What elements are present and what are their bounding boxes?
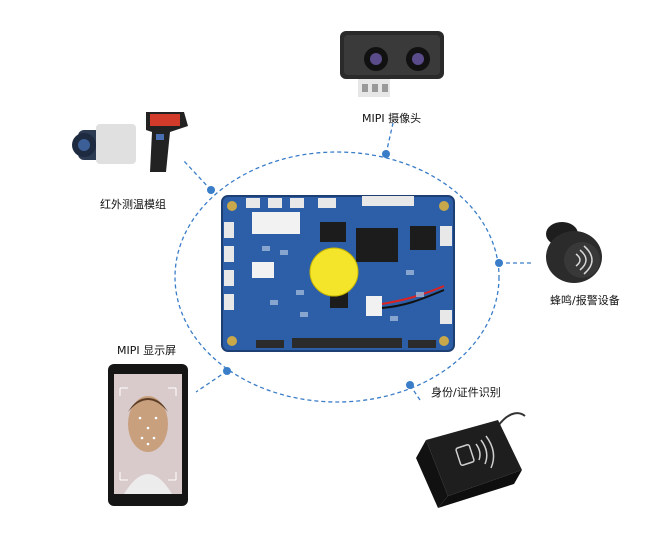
connector-dots: [207, 150, 503, 389]
mounting-hole: [439, 336, 449, 346]
connection-ring: [174, 151, 500, 403]
right-connectors: [440, 226, 452, 324]
dot-thermometer: [207, 186, 215, 194]
label-id-card-reader: 身份/证件识别: [431, 386, 501, 399]
connector-thermometer: [182, 159, 212, 191]
bottom-connector: [292, 338, 402, 348]
relay-component: [366, 296, 382, 316]
id-card-reader-device: [416, 412, 526, 508]
dot-display: [223, 367, 231, 375]
left-connectors: [224, 222, 234, 310]
memory-chip: [320, 222, 346, 242]
bottom-connector: [408, 340, 436, 348]
mipi-camera-device: [340, 31, 444, 97]
dot-card-reader: [406, 381, 414, 389]
label-buzzer: 蜂鸣/报警设备: [550, 294, 620, 307]
mipi-display-device: [108, 364, 188, 506]
dot-buzzer: [495, 259, 503, 267]
dot-camera: [382, 150, 390, 158]
label-infrared-thermometer: 红外测温模组: [100, 198, 166, 211]
infrared-thermometer-device: [72, 112, 188, 172]
battery-wire-red: [381, 285, 445, 305]
mounting-hole: [227, 336, 237, 346]
mounting-hole: [227, 201, 237, 211]
coin-battery: [309, 247, 359, 297]
label-plate: [252, 212, 300, 234]
main-board: [221, 195, 455, 352]
label-mipi-display: MIPI 显示屏: [117, 344, 177, 357]
top-connectors: [246, 196, 414, 208]
label-mipi-camera: MIPI 摄像头: [362, 112, 422, 125]
buzzer-device: [546, 222, 602, 283]
connector-camera: [385, 122, 394, 155]
emmc-chip: [410, 226, 436, 250]
small-label: [252, 262, 274, 278]
mounting-hole: [439, 201, 449, 211]
battery-wire-black: [381, 289, 445, 309]
bottom-connector: [256, 340, 284, 348]
connector-display: [195, 370, 228, 393]
cpu-chip: [356, 228, 398, 262]
